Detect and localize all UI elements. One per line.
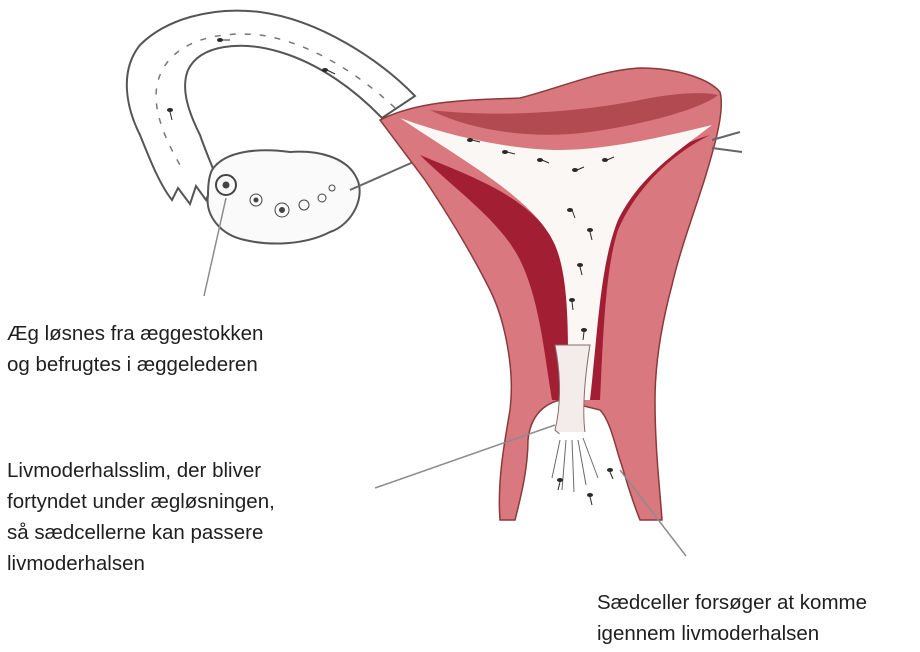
- ovary: [208, 150, 360, 243]
- label-mucus-line-3: så sædcellerne kan passere: [7, 517, 275, 548]
- label-mucus-line-1: Livmoderhalsslim, der bliver: [7, 455, 275, 486]
- label-sperm-line-2: igennem livmoderhalsen: [597, 618, 867, 649]
- label-sperm-cells: Sædceller forsøger at komme igennem livm…: [597, 587, 867, 649]
- label-cervical-mucus: Livmoderhalsslim, der bliver fortyndet u…: [7, 455, 275, 579]
- label-egg-line-2: og befrugtes i æggelederen: [7, 349, 263, 380]
- cervical-mucus: [555, 345, 590, 438]
- label-sperm-line-1: Sædceller forsøger at komme: [597, 587, 867, 618]
- label-mucus-line-4: livmoderhalsen: [7, 548, 275, 579]
- label-egg-line-1: Æg løsnes fra æggestokken: [7, 318, 263, 349]
- label-egg-release: Æg løsnes fra æggestokken og befrugtes i…: [7, 318, 263, 380]
- label-mucus-line-2: fortyndet under ægløsningen,: [7, 486, 275, 517]
